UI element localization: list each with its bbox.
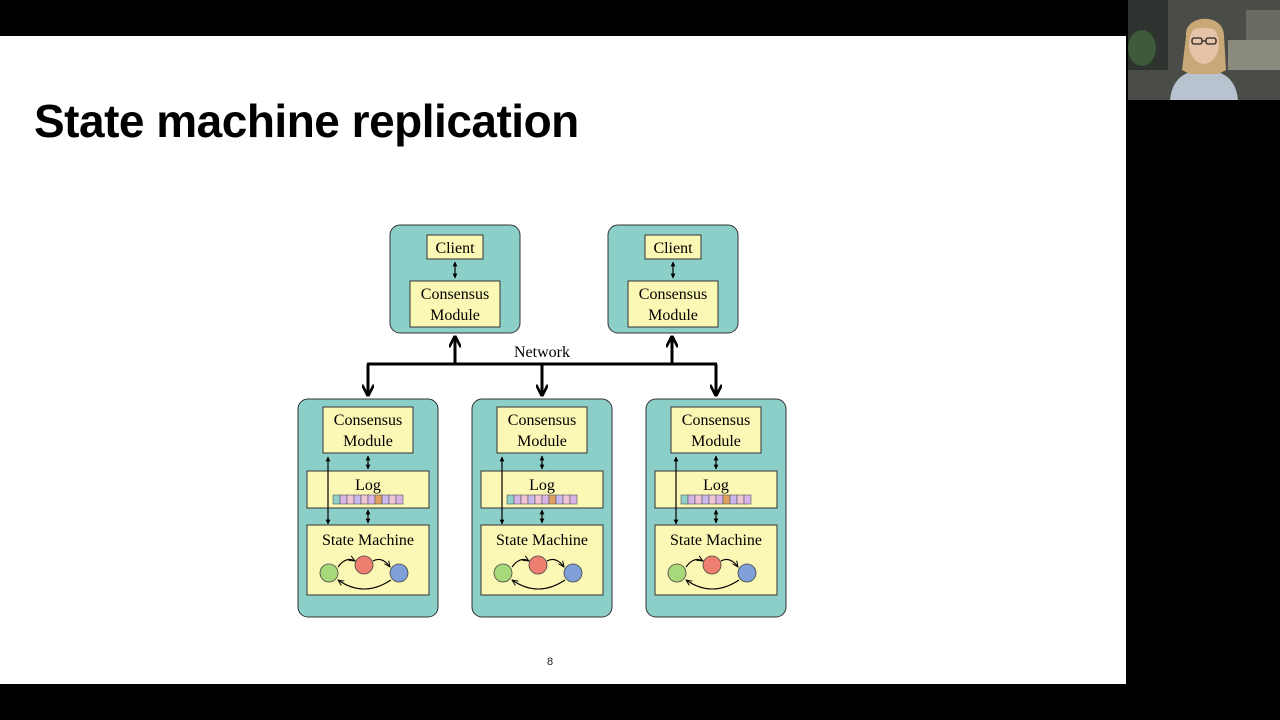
state-machine-label: State Machine [496,532,588,549]
log-entry [534,494,543,505]
consensus-module-line1: Consensus [508,412,576,429]
state-transition [720,558,738,567]
state-machine-label: State Machine [322,532,414,549]
log-entry [687,494,696,505]
slide-title: State machine replication [34,95,579,147]
network-label: Network [514,344,570,361]
log-label: Log [355,477,381,494]
consensus-module-line1: Consensus [682,412,750,429]
state-graph [493,555,583,590]
smr-diagram: Network Client Consensus Module Client C… [297,224,787,618]
state-transition [686,580,740,590]
presenter-webcam [1128,0,1280,100]
state-transition [372,558,390,567]
log-entry [353,494,362,505]
state-node [493,563,513,583]
log-entry [332,494,341,505]
log-entry [513,494,522,505]
log-entry [367,494,376,505]
server-node: Consensus Module Log State Machine [297,398,439,618]
network: Network [367,338,717,394]
state-node [702,555,722,575]
log-entry [520,494,529,505]
state-machine-label: State Machine [670,532,762,549]
log-label: Log [529,477,555,494]
server-node: Consensus Module Log State Machine [645,398,787,618]
state-transition [338,580,392,590]
client-node: Client Consensus Module [607,224,739,334]
consensus-module-line1: Consensus [334,412,402,429]
log-entry [506,494,515,505]
log-label: Log [703,477,729,494]
state-graph [667,555,757,590]
log-entries [506,494,578,505]
log-entry [722,494,731,505]
page-number: 8 [546,656,554,668]
consensus-module-line1: Consensus [639,286,707,303]
consensus-module-line1: Consensus [421,286,489,303]
state-transition [511,559,529,568]
log-entries [680,494,752,505]
state-node [354,555,374,575]
log-entry [555,494,564,505]
state-transition [546,558,564,567]
state-node [667,563,687,583]
log-entry [360,494,369,505]
state-node [319,563,339,583]
state-transition [685,559,703,568]
client-label: Client [653,240,693,257]
server-node: Consensus Module Log State Machine [471,398,613,618]
consensus-module-line2: Module [648,307,698,324]
log-entry [708,494,717,505]
slide: State machine replication Network [0,36,1126,684]
presenter-video-icon [1128,0,1280,100]
log-entry [395,494,404,505]
log-entry [374,494,383,505]
log-entry [736,494,745,505]
log-entry [339,494,348,505]
state-node [389,563,409,583]
state-node [563,563,583,583]
consensus-module-box [627,280,719,328]
log-entry [729,494,738,505]
consensus-module-line2: Module [691,433,741,450]
consensus-module-line2: Module [430,307,480,324]
state-node [528,555,548,575]
log-entry [694,494,703,505]
log-entry [548,494,557,505]
consensus-module-line2: Module [343,433,393,450]
client-node: Client Consensus Module [389,224,521,334]
state-transition [337,559,355,568]
log-entry [569,494,578,505]
state-graph [319,555,409,590]
client-label: Client [435,240,475,257]
log-entry [680,494,689,505]
consensus-module-box [670,406,762,454]
consensus-module-box [322,406,414,454]
consensus-module-box [496,406,588,454]
client-box [426,234,484,260]
log-entry [527,494,536,505]
client-box [644,234,702,260]
log-entry [715,494,724,505]
log-entries [332,494,404,505]
log-entry [743,494,752,505]
log-entry [388,494,397,505]
log-entry [381,494,390,505]
log-entry [346,494,355,505]
state-transition [512,580,566,590]
consensus-module-line2: Module [517,433,567,450]
consensus-module-box [409,280,501,328]
log-entry [562,494,571,505]
log-entry [541,494,550,505]
state-node [737,563,757,583]
log-entry [701,494,710,505]
